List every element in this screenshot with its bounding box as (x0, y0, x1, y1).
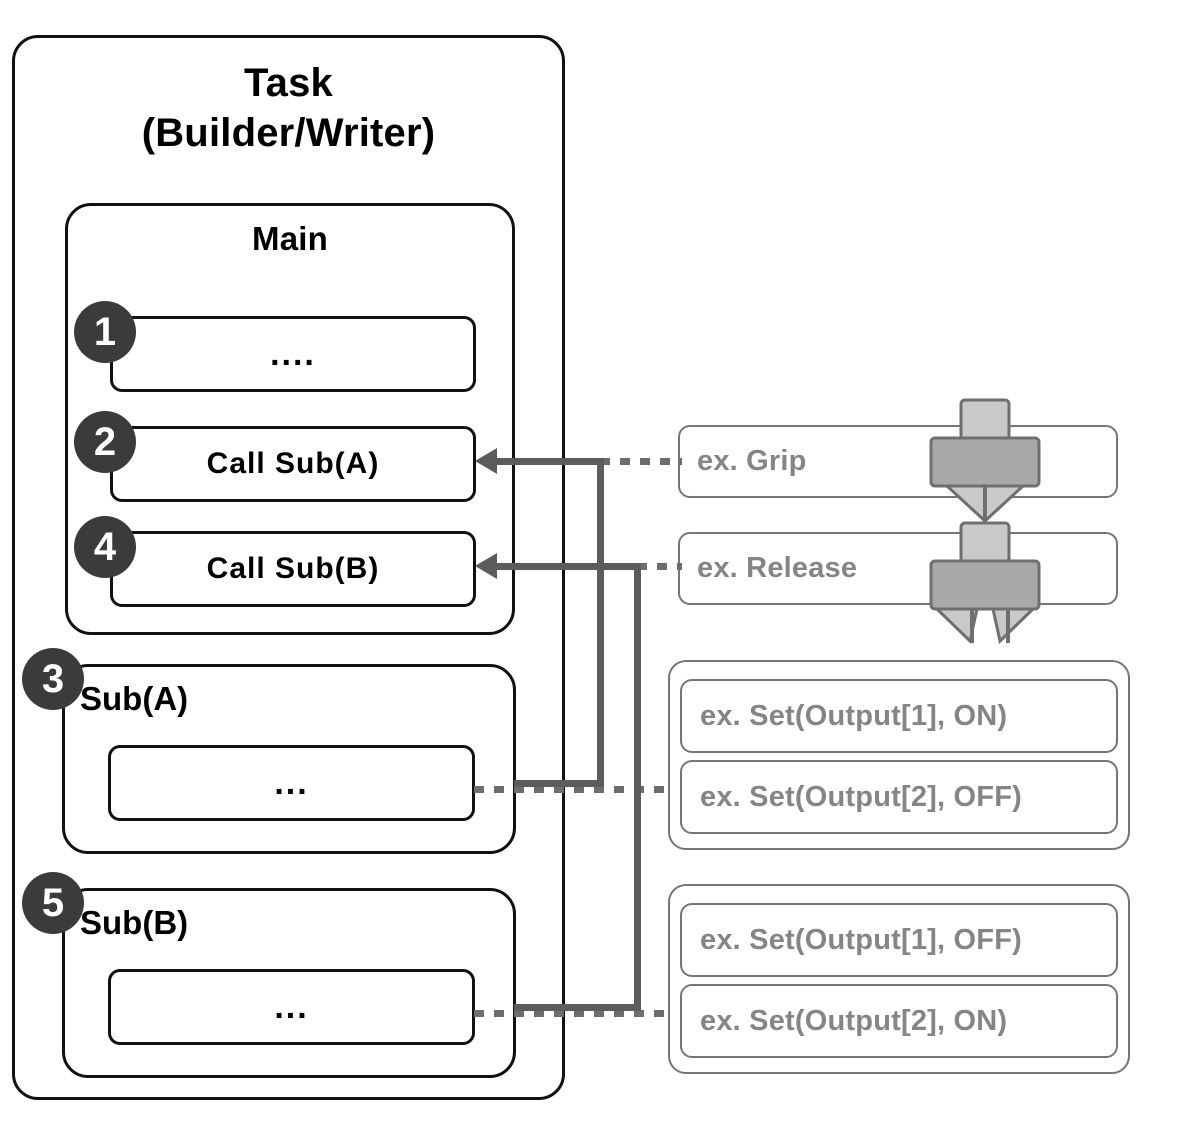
io-group-2-item-1-label: ex. Set(Output[1], OFF) (700, 923, 1022, 956)
connector-arrow-call-sub-a (475, 448, 497, 474)
dotted-leader-sub-b (474, 1010, 674, 1017)
main-step-label-2: Call Sub(A) (206, 447, 380, 480)
io-group-2-item-1[interactable] (680, 903, 1118, 977)
step-badge-2: 2 (74, 411, 136, 473)
example-release-box[interactable] (678, 532, 1118, 605)
dotted-leader-sub-a (474, 786, 674, 793)
connector-sub-a-in (497, 458, 604, 465)
sub-b-body-row[interactable] (108, 969, 475, 1045)
io-group-1-item-1[interactable] (680, 679, 1118, 753)
connector-sub-b-in (497, 563, 641, 570)
connector-sub-a-out (514, 780, 604, 787)
task-title: Task (Builder/Writer) (12, 58, 565, 158)
io-group-1-item-2[interactable] (680, 760, 1118, 834)
example-grip-box[interactable] (678, 425, 1118, 498)
step-badge-4: 4 (74, 516, 136, 578)
connector-sub-a-riser (597, 458, 604, 787)
io-group-1-item-2-label: ex. Set(Output[2], OFF) (700, 780, 1022, 813)
step-badge-3: 3 (22, 648, 84, 710)
sub-b-body-label: ... (274, 987, 309, 1026)
connector-sub-b-riser (634, 563, 641, 1011)
connector-arrow-call-sub-b (475, 553, 497, 579)
io-group-1-item-1-label: ex. Set(Output[1], ON) (700, 699, 1008, 732)
step-badge-1: 1 (74, 301, 136, 363)
gripper-open-icon (929, 521, 1041, 644)
io-group-2-item-2-label: ex. Set(Output[2], ON) (700, 1004, 1008, 1037)
sub-a-title: Sub(A) (80, 680, 189, 717)
sub-b-title: Sub(B) (80, 904, 189, 941)
task-title-line1: Task (243, 61, 333, 105)
main-title: Main (252, 220, 328, 257)
step-badge-5: 5 (22, 872, 84, 934)
example-release-label: ex. Release (697, 552, 858, 584)
connector-sub-b-out (514, 1004, 641, 1011)
main-step-row-2[interactable] (110, 426, 476, 502)
main-step-row-4[interactable] (110, 531, 476, 607)
main-step-label-1: .... (270, 334, 316, 373)
dotted-leader-release (637, 563, 682, 570)
task-title-line2: (Builder/Writer) (141, 111, 436, 155)
sub-a-body-row[interactable] (108, 745, 475, 821)
sub-a-body-label: ... (274, 763, 309, 802)
example-grip-label: ex. Grip (697, 445, 807, 477)
main-step-label-4: Call Sub(B) (206, 552, 380, 585)
main-step-row-1[interactable] (110, 316, 476, 392)
io-group-2-item-2[interactable] (680, 984, 1118, 1058)
dotted-leader-grip (600, 458, 682, 465)
gripper-closed-icon (929, 398, 1041, 524)
